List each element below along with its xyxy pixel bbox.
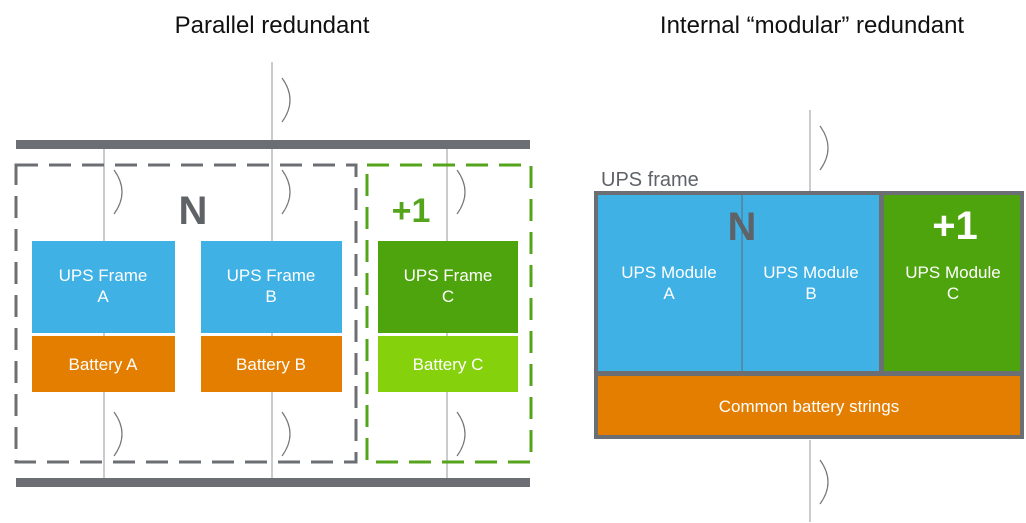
modular-output-breaker-symbol — [819, 459, 829, 505]
ups-frame-a-label: UPS Frame — [59, 266, 148, 285]
ups-frame-c-box — [378, 241, 518, 333]
battery-b-box — [201, 336, 342, 392]
ups-frame-b-letter: B — [265, 287, 276, 306]
breaker-symbol-c-top — [456, 169, 466, 215]
ups-module-b-label: UPS Module — [763, 263, 858, 282]
battery-a-box — [32, 336, 175, 392]
ups-module-a-label: UPS Module — [621, 263, 716, 282]
n-modules-block — [598, 195, 879, 371]
battery-c-box — [378, 336, 518, 392]
plus-one-label: +1 — [392, 192, 431, 230]
n-label: N — [179, 189, 208, 233]
battery-c-label: Battery C — [413, 355, 484, 374]
ups-frame-caption: UPS frame — [601, 169, 699, 191]
modular-plus-one-label: +1 — [932, 204, 978, 248]
breaker-symbol-b-bottom — [281, 411, 291, 457]
breaker-symbol-b-top — [281, 169, 291, 215]
left-title: Parallel redundant — [175, 12, 370, 39]
ups-frame-b-label: UPS Frame — [227, 266, 316, 285]
ups-frame-a-box — [32, 241, 175, 333]
ups-module-c-label: UPS Module — [905, 263, 1000, 282]
output-bus — [16, 478, 530, 487]
n-group-outline — [14, 163, 358, 464]
battery-a-label: Battery A — [69, 355, 139, 374]
ups-frame-c: UPS Frame C Battery C — [378, 241, 518, 392]
ups-frame-b-box — [201, 241, 342, 333]
ups-frame-b: UPS Frame B Battery B — [201, 241, 342, 392]
ups-module-b-letter: B — [805, 284, 816, 303]
ups-module-a-letter: A — [663, 284, 675, 303]
common-battery-label: Common battery strings — [719, 397, 899, 416]
battery-b-label: Battery B — [236, 355, 306, 374]
breaker-symbol-a-bottom — [113, 411, 123, 457]
common-battery-block — [598, 376, 1020, 435]
breaker-symbol-a-top — [113, 169, 123, 215]
ups-frame-c-label: UPS Frame — [404, 266, 493, 285]
ups-frame-a-letter: A — [97, 287, 109, 306]
ups-module-c-letter: C — [947, 284, 959, 303]
input-bus — [16, 140, 530, 149]
breaker-symbol-c-bottom — [456, 411, 466, 457]
parallel-redundant-diagram: N +1 UPS Frame A Battery A UPS Frame B B… — [14, 62, 533, 487]
plus-one-module-block — [884, 195, 1020, 371]
input-breaker-symbol — [281, 77, 291, 123]
plus-one-group-outline — [365, 163, 533, 464]
modular-input-breaker-symbol — [819, 125, 829, 171]
modular-n-label: N — [728, 205, 757, 249]
modular-redundant-diagram: UPS frame N UPS Module A UPS Module B +1… — [594, 110, 1024, 522]
ups-frame-a: UPS Frame A Battery A — [32, 241, 175, 392]
right-title: Internal “modular” redundant — [660, 12, 965, 39]
ups-frame-c-letter: C — [442, 287, 454, 306]
